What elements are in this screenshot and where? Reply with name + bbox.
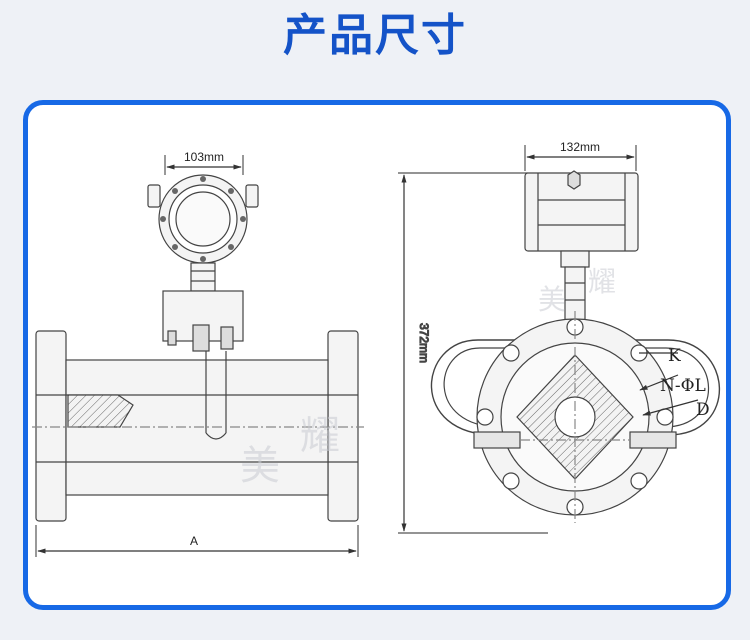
front-width-dimension	[164, 155, 244, 175]
front-pressure-port	[192, 324, 210, 352]
front-view: 103mm	[32, 150, 364, 557]
front-temp-port	[220, 326, 234, 350]
watermark-char-1: 美	[240, 443, 280, 489]
front-neck	[190, 262, 216, 292]
side-width-dimension	[524, 145, 637, 171]
side-label-d: D	[696, 400, 710, 420]
watermark-side-2: 耀	[588, 265, 616, 298]
front-display-window	[175, 191, 231, 247]
side-valve-right	[629, 431, 677, 449]
front-length-label: A	[190, 534, 198, 548]
front-head-bolts	[160, 176, 246, 262]
side-neck-collar	[560, 250, 590, 268]
side-view: 132mm 372mm	[398, 140, 721, 534]
front-width-label: 103mm	[184, 150, 224, 164]
page-title: 产品尺寸	[283, 10, 467, 61]
front-side-plug-left	[147, 184, 161, 208]
side-height-label: 372mm	[417, 323, 431, 363]
side-head-housing	[524, 172, 639, 252]
front-swirler	[67, 394, 134, 428]
side-width-label: 132mm	[560, 140, 600, 154]
side-label-k: K	[668, 346, 681, 366]
side-height-dimension	[398, 172, 548, 534]
dimension-frame: 103mm	[23, 100, 731, 610]
side-cable-gland	[567, 170, 581, 190]
front-side-plug-right	[245, 184, 259, 208]
front-flange-left	[35, 330, 67, 522]
side-valve-left	[473, 431, 521, 449]
dimension-drawing: 103mm	[32, 140, 721, 557]
watermark-char-2: 耀	[300, 413, 340, 459]
side-label-nl: N-ΦL	[660, 376, 706, 396]
watermark-side-1: 美	[538, 283, 566, 316]
